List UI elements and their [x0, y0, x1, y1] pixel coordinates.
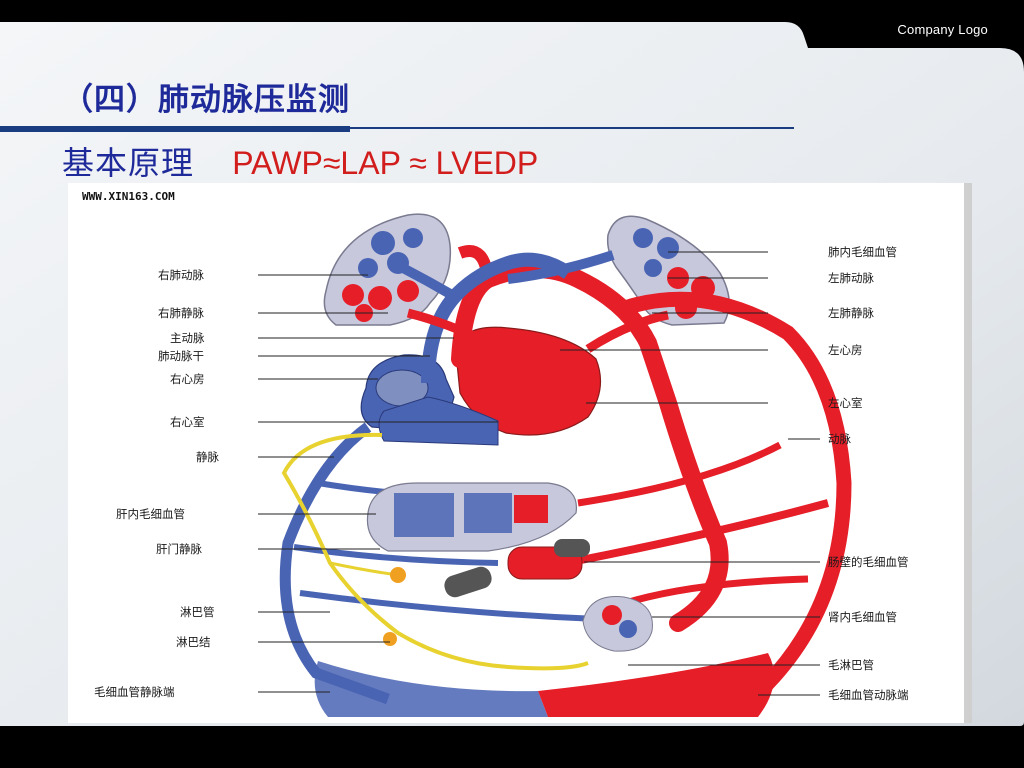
circulation-diagram: WWW.XIN163.COM: [68, 183, 972, 723]
artery-to-intestine: [575, 499, 830, 565]
label-right-pulmonary-artery: 右肺动脉: [158, 268, 204, 282]
label-capillary-lymphatics: 毛淋巴管: [828, 658, 874, 672]
slide-title: （四）肺动脉压监测: [62, 82, 350, 118]
systemic-vein-main: [279, 422, 390, 705]
intestine: [444, 539, 590, 598]
lymph-vessel: [281, 432, 589, 671]
artery-to-liver: [577, 441, 782, 507]
company-logo: Company Logo: [897, 22, 988, 37]
liver: [366, 482, 578, 552]
label-pulmonary-trunk: 肺动脉干: [158, 349, 204, 363]
label-vein: 静脉: [196, 450, 219, 464]
lymph-node-1: [390, 567, 406, 583]
label-right-ventricle: 右心室: [170, 415, 205, 429]
heart: [360, 326, 602, 446]
label-kidney-capillaries: 肾内毛细血管: [828, 610, 897, 624]
kidney: [582, 596, 653, 652]
pulmonary-trunk: [421, 252, 572, 384]
label-left-ventricle: 左心室: [828, 396, 863, 410]
label-artery: 动脉: [828, 432, 851, 446]
subtitle-label: 基本原理: [62, 144, 195, 182]
left-pulmonary-artery-vessel: [507, 250, 615, 284]
label-left-atrium: 左心房: [828, 343, 863, 357]
watermark-text: WWW.XIN163.COM: [82, 190, 175, 203]
capillary-bed-venous: [314, 661, 548, 717]
label-capillary-arterial-end: 毛细血管动脉端: [828, 688, 909, 702]
pressure-formula: PAWP≈LAP ≈ LVEDP: [232, 145, 539, 181]
label-lung-capillaries: 肺内毛细血管: [828, 245, 897, 259]
subtitle-line: 基本原理 PAWP≈LAP ≈ LVEDP: [62, 138, 538, 184]
label-aorta: 主动脉: [170, 331, 205, 345]
label-left-pulmonary-vein: 左肺静脉: [828, 306, 874, 320]
pulmonary-vein-right: [406, 308, 491, 348]
label-liver-capillaries: 肝内毛细血管: [116, 507, 185, 521]
vein-from-kidney: [299, 590, 599, 622]
systemic-artery-main: [625, 291, 852, 711]
pulmonary-vein-left: [585, 310, 669, 353]
vein-from-intestine: [293, 544, 499, 566]
label-lymph-node: 淋巴结: [176, 635, 211, 649]
label-capillary-venous-end: 毛细血管静脉端: [94, 685, 175, 699]
label-hepatic-portal-vein: 肝门静脉: [156, 542, 202, 556]
label-right-pulmonary-vein: 右肺静脉: [158, 306, 204, 320]
label-intestinal-capillaries: 肠壁的毛细血管: [828, 555, 909, 569]
label-left-pulmonary-artery: 左肺动脉: [828, 271, 874, 285]
leader-lines: [258, 251, 820, 696]
capillary-bed-arterial: [538, 653, 775, 717]
lymph-node-2: [383, 632, 397, 646]
label-lymphatic-vessel: 淋巴管: [180, 605, 215, 619]
label-right-atrium: 右心房: [170, 372, 205, 386]
right-pulmonary-artery-vessel: [400, 263, 455, 300]
